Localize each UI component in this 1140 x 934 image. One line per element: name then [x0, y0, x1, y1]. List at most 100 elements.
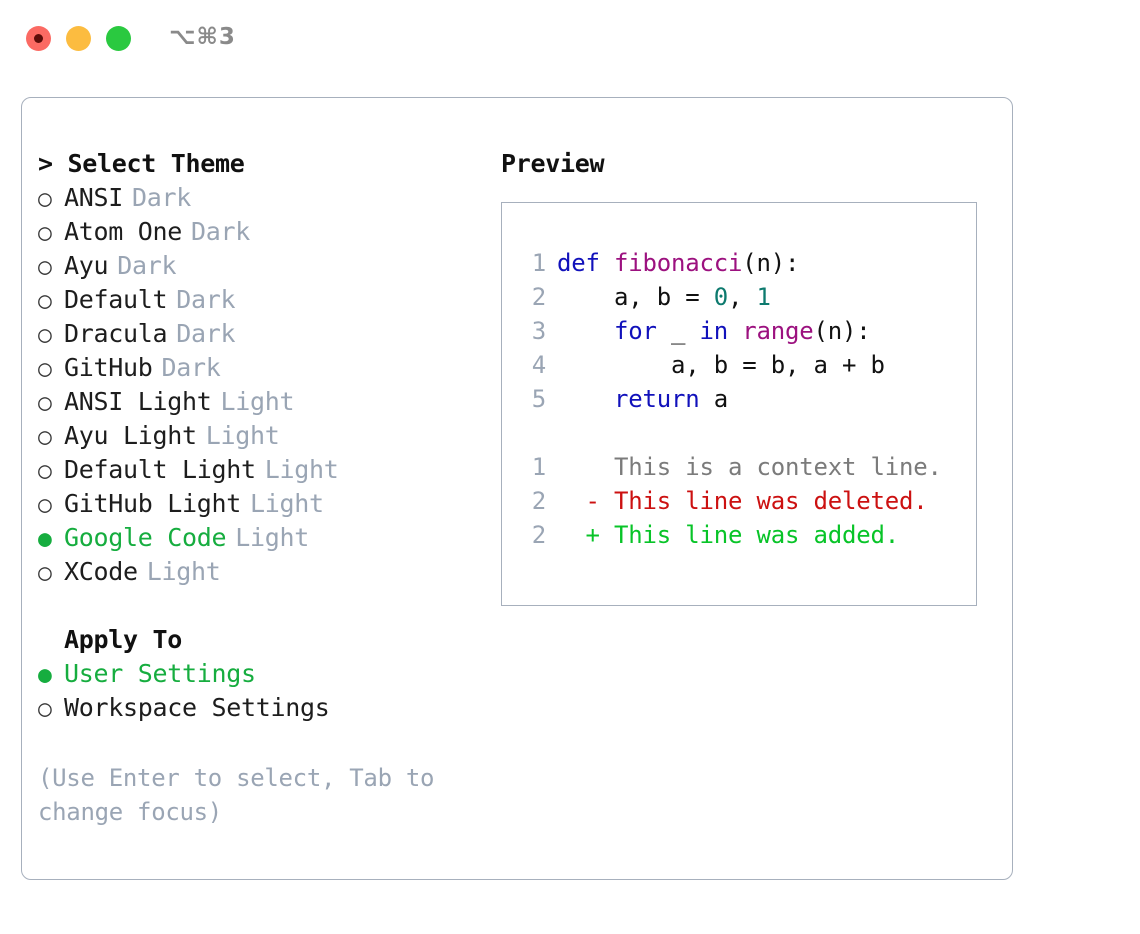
radio-unselected-icon: ○ — [38, 696, 52, 722]
code-token-plain: _ — [656, 317, 700, 345]
radio-unselected-icon: ○ — [38, 220, 52, 246]
theme-option-tag: Dark — [176, 319, 236, 348]
theme-option-label: ANSI — [64, 183, 124, 212]
theme-option-label: Atom One — [64, 217, 183, 246]
select-theme-title: > Select Theme — [38, 149, 245, 178]
theme-option-label: Default Light — [64, 455, 256, 484]
theme-option-ansi[interactable]: ○ ANSI Dark — [38, 181, 468, 215]
code-token-fn: range — [742, 317, 814, 345]
diff-text: - This line was deleted. — [557, 487, 928, 515]
code-line: 5 return a — [524, 382, 885, 416]
preview-title: Preview — [501, 149, 605, 178]
code-line: 4 a, b = b, a + b — [524, 348, 885, 382]
radio-unselected-icon: ○ — [38, 458, 52, 484]
keyboard-hint-text: (Use Enter to select, Tab to change focu… — [38, 764, 449, 826]
code-text: a, b = b, a + b — [546, 351, 885, 379]
theme-option-label: Ayu — [64, 251, 109, 280]
code-token-plain — [557, 317, 614, 345]
theme-option-tag: Dark — [191, 217, 251, 246]
theme-option-label: Dracula — [64, 319, 168, 348]
diff-text: + This line was added. — [557, 521, 899, 549]
theme-option-tag: Light — [205, 421, 280, 450]
maximize-button[interactable] — [106, 26, 131, 51]
theme-option-tag: Light — [146, 557, 221, 586]
theme-option-label: GitHub — [64, 353, 153, 382]
radio-unselected-icon: ○ — [38, 288, 52, 314]
theme-option-tag: Light — [250, 489, 324, 518]
apply-to-option-label: Workspace Settings — [64, 693, 330, 722]
radio-unselected-icon: ○ — [38, 254, 52, 280]
code-text: for _ in range(n): — [546, 317, 871, 345]
code-token-kw: return — [614, 385, 700, 413]
code-token-num: 1 — [756, 283, 771, 311]
theme-option-tag: Dark — [117, 251, 177, 280]
theme-option-tag: Dark — [176, 285, 236, 314]
radio-unselected-icon: ○ — [38, 424, 52, 450]
diff-line-ctx: 1 This is a context line. — [524, 450, 942, 484]
theme-option-tag: Dark — [161, 353, 221, 382]
close-button[interactable] — [26, 26, 51, 51]
radio-unselected-icon: ○ — [38, 356, 52, 382]
apply-to-option-workspace-settings[interactable]: ○ Workspace Settings — [38, 691, 468, 725]
line-number: 1 — [531, 249, 546, 277]
preview-header: Preview — [501, 147, 981, 181]
diff-line-add: 2 + This line was added. — [524, 518, 942, 552]
apply-to-option-label: User Settings — [64, 659, 256, 688]
diff-text: This is a context line. — [557, 453, 942, 481]
diff-sample: 1 This is a context line.2 - This line w… — [524, 450, 942, 552]
line-number: 2 — [531, 283, 546, 311]
code-token-plain — [557, 385, 614, 413]
radio-unselected-icon: ○ — [38, 560, 52, 586]
code-token-plain: (n): — [813, 317, 871, 345]
code-token-kw: for — [614, 317, 657, 345]
apply-to-option-user-settings[interactable]: ● User Settings — [38, 657, 468, 691]
line-number: 4 — [531, 351, 546, 379]
theme-option-label: ANSI Light — [64, 387, 212, 416]
code-text: def fibonacci(n): — [546, 249, 799, 277]
theme-option-tag: Dark — [132, 183, 192, 212]
list-spacer — [38, 589, 468, 623]
line-number: 2 — [531, 487, 546, 515]
radio-unselected-icon: ○ — [38, 186, 52, 212]
traffic-light-group — [26, 26, 131, 51]
theme-option-label: Ayu Light — [64, 421, 197, 450]
code-text: a, b = 0, 1 — [546, 283, 771, 311]
code-token-kw: def — [557, 249, 614, 277]
code-token-plain: a, b = b, a + b — [557, 351, 885, 379]
theme-option-label: XCode — [64, 557, 138, 586]
radio-selected-icon: ● — [38, 662, 52, 688]
diff-line-del: 2 - This line was deleted. — [524, 484, 942, 518]
radio-selected-icon: ● — [38, 526, 52, 552]
line-number: 3 — [531, 317, 546, 345]
code-token-kw: in — [699, 317, 729, 345]
apply-to-title: Apply To — [64, 625, 183, 654]
theme-option-label: Google Code — [64, 523, 227, 552]
code-token-plain — [728, 317, 742, 345]
code-line: 2 a, b = 0, 1 — [524, 280, 885, 314]
theme-option-ayu[interactable]: ○ Ayu Dark — [38, 249, 468, 283]
minimize-button[interactable] — [66, 26, 91, 51]
window-titlebar: ⌥⌘3 — [0, 0, 1140, 78]
theme-option-tag: Light — [220, 387, 295, 416]
code-token-plain: a, b = — [557, 283, 714, 311]
theme-option-ayu-light[interactable]: ○ Ayu Light Light — [38, 419, 468, 453]
keyboard-shortcut-label: ⌥⌘3 — [169, 24, 236, 50]
theme-option-atom-one[interactable]: ○ Atom One Dark — [38, 215, 468, 249]
theme-option-github[interactable]: ○ GitHub Dark — [38, 351, 468, 385]
code-token-plain: a — [699, 385, 728, 413]
theme-option-xcode[interactable]: ○ XCode Light — [38, 555, 468, 589]
apply-to-option-list: ● User Settings ○ Workspace Settings — [38, 657, 468, 725]
code-token-plain: , — [728, 283, 757, 311]
